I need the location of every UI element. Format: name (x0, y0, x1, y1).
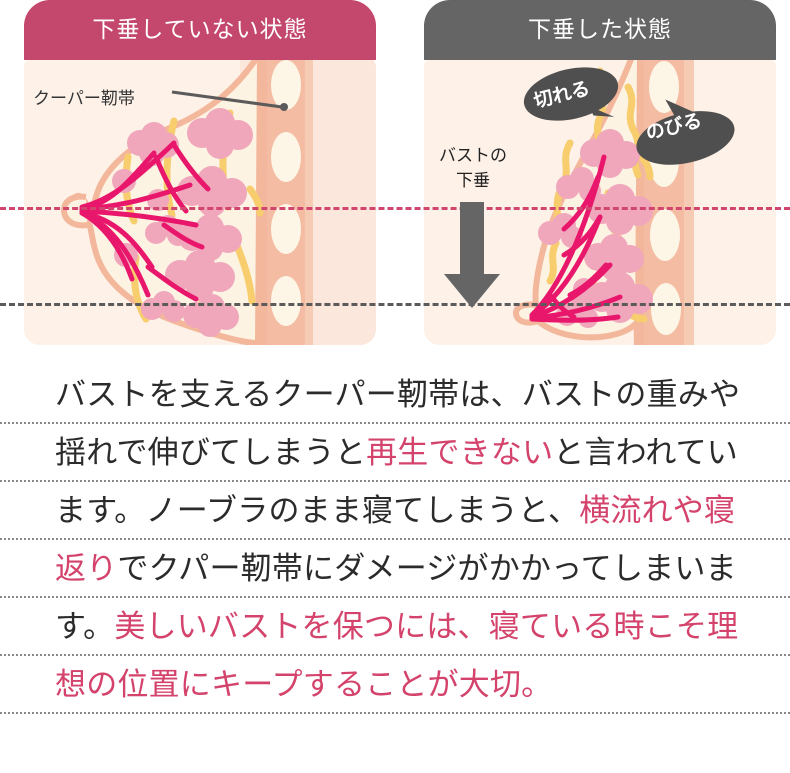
body-paragraph: バストを支えるクーパー靭帯は、バストの重みや 揺れで伸びてしまうと再生できないと… (0, 366, 790, 714)
paragraph-line: バストを支えるクーパー靭帯は、バストの重みや (0, 366, 790, 424)
breast-cross-section-normal (60, 57, 376, 345)
rib-column-edge (684, 57, 694, 345)
nipple (60, 193, 88, 229)
rib-ovals (271, 60, 301, 326)
panel-not-sagging-title: 下垂していない状態 (24, 0, 376, 60)
panel-sagging: 下垂した状態 (424, 0, 776, 345)
panel-sagging-title: 下垂した状態 (424, 0, 776, 60)
paragraph-line: ます。ノーブラのまま寝てしまうと、横流れや寝 (0, 482, 790, 540)
plain-text: ます。ノーブラのまま寝てしまうと、 (55, 493, 580, 528)
highlighted-text: 再生できない (366, 435, 554, 470)
panel-sagging-title-text: 下垂した状態 (528, 15, 672, 42)
cooper-ligament-label: クーパー靭帯 (33, 84, 135, 109)
rib-column-edge (305, 57, 313, 345)
highlighted-text: 想の位置にキープすることが大切。 (55, 667, 553, 702)
panel-not-sagging-body (24, 57, 376, 345)
plain-text: す。 (55, 609, 115, 644)
bubble-tear-icon (523, 67, 619, 121)
milk-ducts (79, 140, 211, 302)
paragraph-line: 揺れで伸びてしまうと再生できないと言われてい (0, 424, 790, 482)
plain-text: バストを支えるクーパー靭帯は、バストの重みや (55, 377, 741, 412)
panel-not-sagging-title-text: 下垂していない状態 (92, 15, 308, 42)
anatomy-diagram: 下垂していない状態 (0, 0, 790, 350)
cooper-ligament-label-text: クーパー靭帯 (33, 89, 135, 108)
down-arrow-icon (444, 202, 500, 308)
highlighted-text: 横流れや寝 (579, 493, 736, 528)
highlighted-text: 美しいバストを保つには、寝ている時こそ理 (114, 609, 739, 644)
panel-sagging-body (424, 57, 776, 345)
bust-sagging-label: バストの 下垂 (427, 144, 519, 193)
lower-reference-line (0, 303, 790, 306)
panel-not-sagging: 下垂していない状態 (24, 0, 376, 345)
bust-sagging-label-line1: バストの (439, 146, 507, 165)
paragraph-line: 返りでクパー靭帯にダメージがかかってしまいま (0, 540, 790, 598)
plain-text: 揺れで伸びてしまうと (55, 435, 367, 470)
breast-cross-section-sagging (424, 57, 776, 345)
cooper-ligament-leader-line (171, 90, 288, 111)
paragraph-line: 想の位置にキープすることが大切。 (0, 656, 790, 714)
plain-text: でクパー靭帯にダメージがかかってしまいま (117, 551, 737, 586)
paragraph-line: す。美しいバストを保つには、寝ている時こそ理 (0, 598, 790, 656)
bubble-stretch-icon (636, 99, 735, 165)
highlighted-text: 返り (55, 551, 118, 586)
upper-reference-line (0, 207, 790, 210)
plain-text: と言われてい (553, 435, 739, 470)
bust-sagging-label-line2: 下垂 (456, 170, 490, 190)
